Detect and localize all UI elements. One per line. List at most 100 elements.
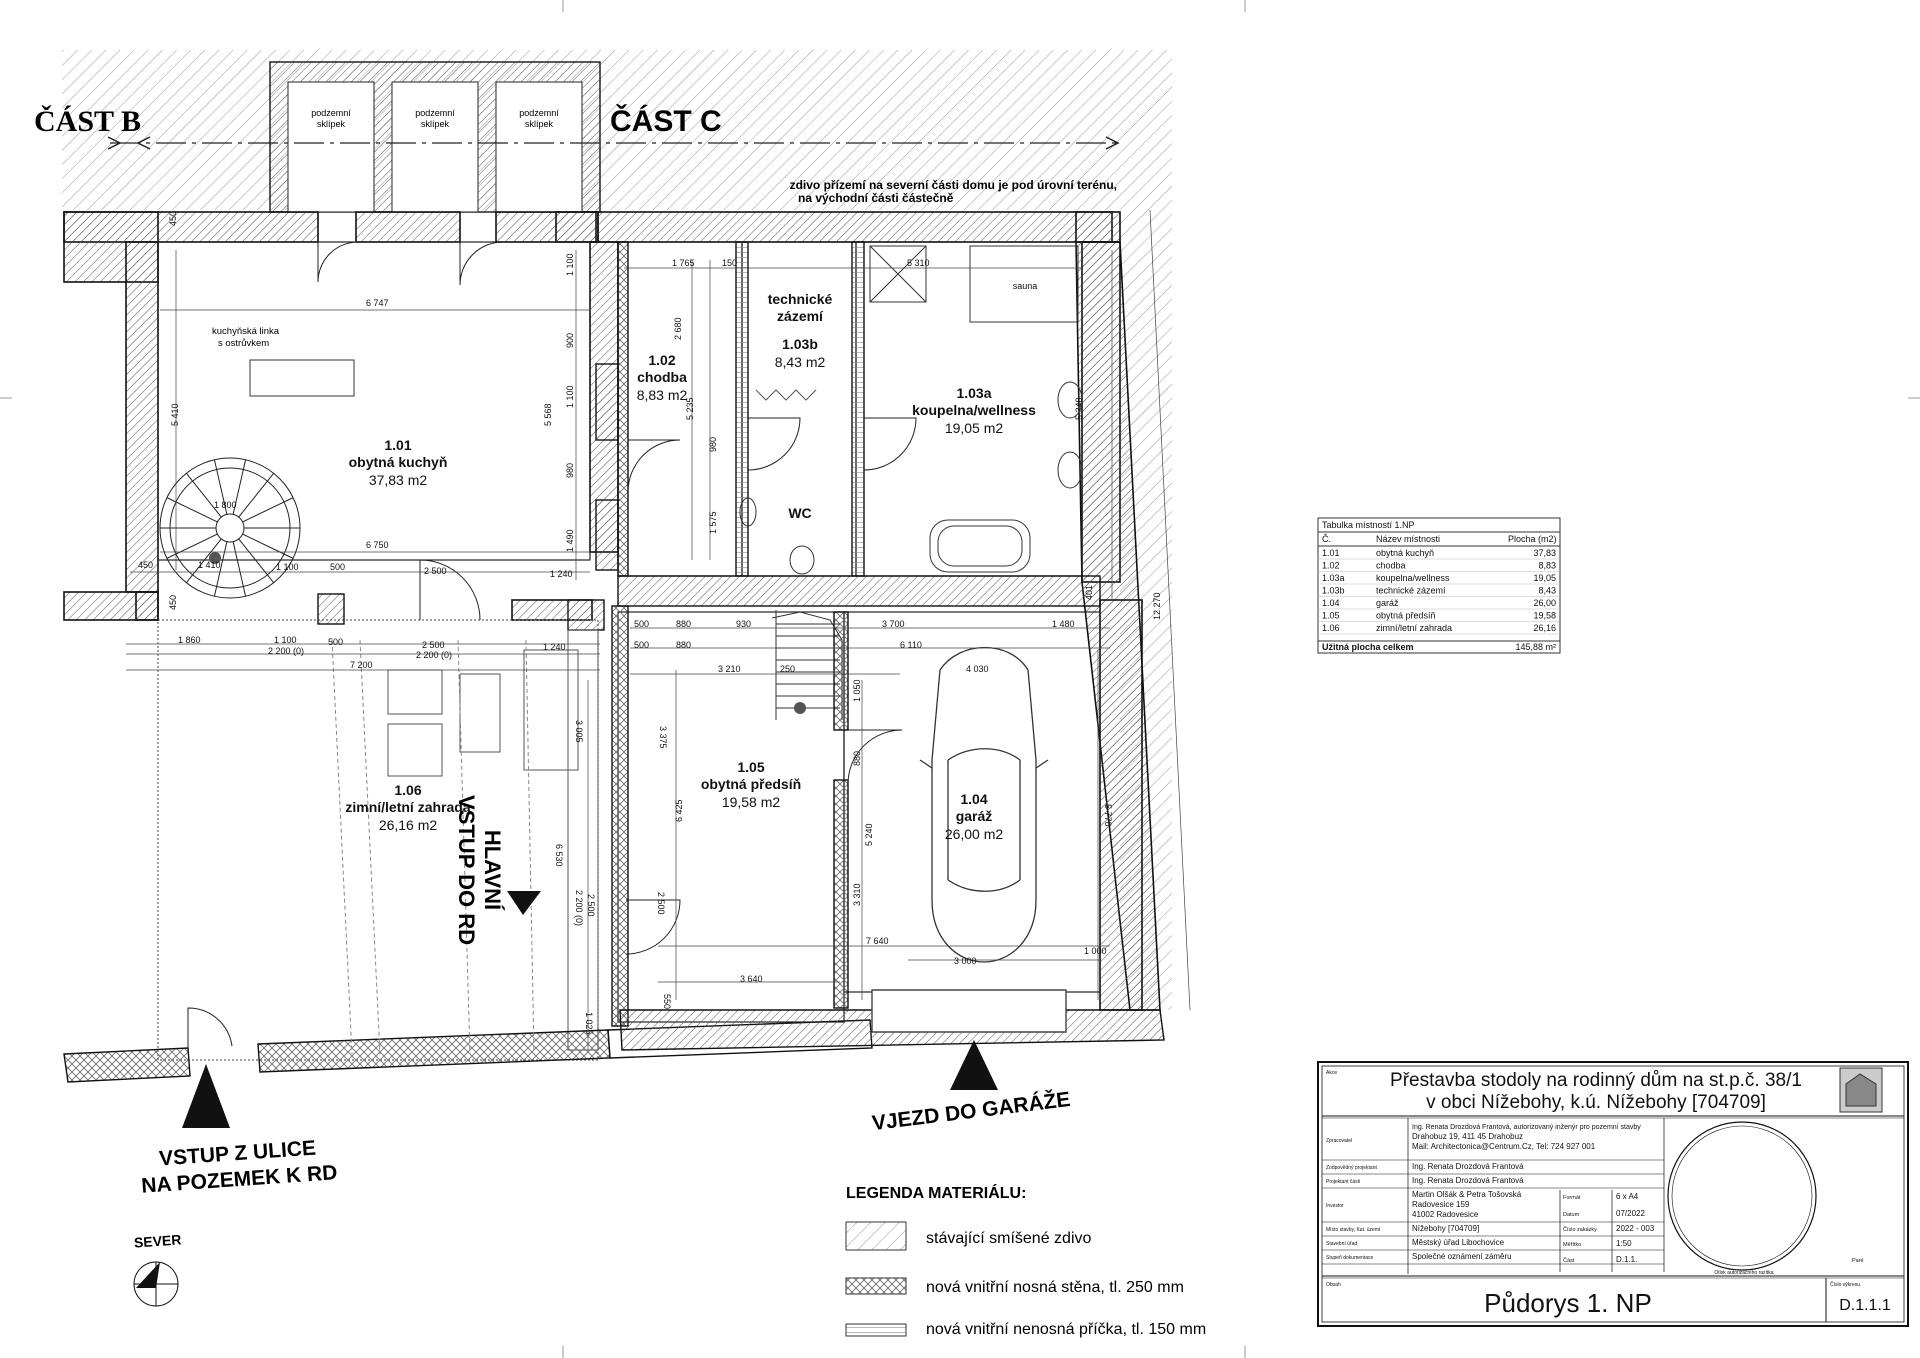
dim-1100b: 1 100	[565, 385, 575, 408]
title-block-row-label: Zodpovědný projektant	[1326, 1165, 1377, 1171]
spiral-tread	[213, 541, 228, 597]
title-block-row-value: Drahobuz 19, 411 45 Drahobuz	[1412, 1132, 1523, 1141]
room-table: Tabulka místností 1.NP Č. Název místnost…	[1317, 517, 1561, 654]
dim-5568: 5 568	[543, 403, 553, 426]
akce-label: Akce	[1326, 1070, 1337, 1076]
svg-text:1.05: 1.05	[737, 759, 764, 775]
dim-1050: 1 050	[852, 679, 862, 702]
dim-980b: 980	[708, 437, 718, 452]
title-block-row-label: Stupeň dokumentace	[1326, 1255, 1373, 1261]
svg-text:obytná předsíň: obytná předsíň	[701, 776, 801, 792]
room-table-total-value: 145,88 m²	[1515, 642, 1556, 652]
room-table-cell-num: 1.03a	[1322, 573, 1345, 583]
legend-title: LEGENDA MATERIÁLU:	[846, 1183, 1026, 1202]
spiral-tread	[238, 538, 275, 584]
section-b-label: ČÁST B	[34, 105, 141, 138]
legend-item-existing: stávající smíšené zdivo	[926, 1230, 1092, 1247]
spiral-tread	[166, 497, 218, 523]
street-entrance-arrow	[182, 1064, 230, 1128]
title-block-row-value: Mail: Architectonica@Centrum.Cz, Tel: 72…	[1412, 1142, 1596, 1151]
dim-250: 250	[780, 664, 795, 674]
room-table-cell-area: 8,43	[1538, 586, 1556, 596]
room-table-cell-name: technické zázemí	[1376, 586, 1446, 596]
doors	[187, 241, 917, 1048]
dim-1240b: 1 240	[543, 642, 566, 652]
room-1-01: 1.01 obytná kuchyň 37,83 m2	[349, 437, 448, 488]
dim-1240a: 1 240	[550, 569, 573, 579]
dim-880a: 880	[676, 619, 691, 629]
svg-text:1.01: 1.01	[384, 437, 411, 453]
title-block-row-value: Společné oznámení záměru	[1412, 1252, 1512, 1261]
garage-entrance: VJEZD DO GARÁŽE	[871, 1040, 1072, 1135]
room-table-cell-num: 1.03b	[1322, 586, 1345, 596]
room-table-cell-name: chodba	[1376, 561, 1406, 571]
room-table-h-num: Č.	[1322, 534, 1331, 544]
dim-150: 150	[722, 258, 737, 268]
dim-6530: 6 530	[554, 844, 564, 867]
dim-5240a: 5 240	[1074, 397, 1084, 420]
title-block-row: Stupeň dokumentace Společné oznámení zámě…	[1322, 1252, 1664, 1265]
garden-furniture	[331, 639, 579, 1055]
title-block: Akce Přestavba stodoly na rodinný dům na…	[1317, 1061, 1909, 1327]
dim-7200: 7 200	[350, 660, 373, 670]
stamp-label: Otisk autorizačního razítka	[1714, 1270, 1773, 1276]
room-table-cell-name: garáž	[1376, 598, 1399, 608]
room-table-cell-area: 8,83	[1538, 561, 1556, 571]
main-entrance: HLAVNÍVSTUP DO RD	[454, 795, 541, 945]
dim-1860: 1 860	[178, 635, 201, 645]
dim-1100d: 1 100	[274, 635, 297, 645]
title-block-row-label: Projektant části	[1326, 1179, 1360, 1185]
dim-500b: 500	[328, 637, 343, 647]
dim-4030: 4 030	[966, 664, 989, 674]
dim-500a: 500	[330, 562, 345, 572]
svg-text:chodba: chodba	[637, 369, 687, 385]
part-value: D.1.1.	[1616, 1255, 1637, 1264]
project-title-2: v obci Nížebohy, k.ú. Nížebohy [704709]	[1426, 1092, 1766, 1113]
svg-text:1.06: 1.06	[394, 782, 421, 798]
svg-text:8,83 m2: 8,83 m2	[637, 387, 688, 403]
north-label: SEVER	[133, 1231, 181, 1250]
drawing-no-value: D.1.1.1	[1839, 1297, 1891, 1314]
room-table-cell-num: 1.04	[1322, 598, 1340, 608]
drawing-no-label: Číslo výkresu	[1830, 1281, 1860, 1288]
dim-880b: 880	[676, 640, 691, 650]
legend-item-load-bearing: nová vnitřní nosná stěna, tl. 250 mm	[926, 1279, 1184, 1296]
svg-text:37,83 m2: 37,83 m2	[369, 472, 428, 488]
room-table-cell-num: 1.02	[1322, 561, 1340, 571]
svg-text:obytná kuchyň: obytná kuchyň	[349, 454, 448, 470]
dim-2500b: 2 500	[422, 640, 445, 650]
room-table-row: 1.02 chodba 8,83	[1318, 561, 1560, 572]
room-table-cell-name: obytná předsíň	[1376, 611, 1436, 621]
title-block-row-value: Městský úřad Libochovice	[1412, 1238, 1505, 1247]
room-table-cell-area: 26,00	[1533, 598, 1556, 608]
svg-text:26,16 m2: 26,16 m2	[379, 817, 438, 833]
dim-1100c: 1 100	[276, 562, 299, 572]
format-label: Formát	[1563, 1195, 1581, 1201]
room-table-h-area: Plocha (m2)	[1508, 534, 1557, 544]
terrain-hatch	[62, 50, 1172, 210]
spiral-tread	[238, 472, 275, 518]
section-c-label: ČÁST C	[610, 104, 722, 138]
content-value: Půdorys 1. NP	[1484, 1288, 1652, 1318]
room-1-04: 1.04 garáž 26,00 m2	[945, 791, 1004, 842]
project-title-1: Přestavba stodoly na rodinný dům na st.p…	[1390, 1070, 1802, 1091]
title-block-row-label: Investor	[1326, 1203, 1344, 1209]
svg-text:1.02: 1.02	[648, 352, 675, 368]
room-1-06: 1.06 zimní/letní zahrada 26,16 m2	[345, 782, 470, 833]
svg-text:VJEZD DO GARÁŽE: VJEZD DO GARÁŽE	[871, 1087, 1072, 1135]
order-value: 2022 - 003	[1616, 1224, 1655, 1233]
interior-walls	[317, 241, 1101, 1051]
room-1-05: 1.05 obytná předsíň 19,58 m2	[701, 759, 801, 810]
legend-swatch-partition	[845, 1323, 907, 1337]
street-entrance: VSTUP Z ULICENA POZEMEK K RD	[141, 1064, 338, 1198]
room-labels: 1.01 obytná kuchyň 37,83 m2 1.02 chodba …	[345, 291, 1036, 842]
